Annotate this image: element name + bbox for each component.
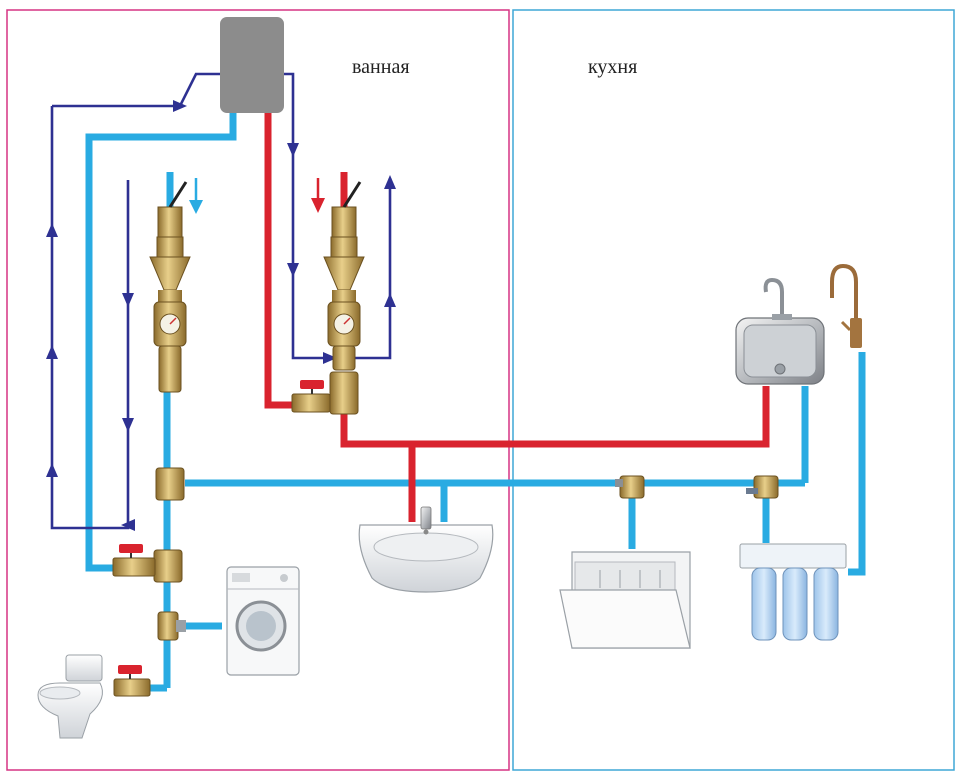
- hot-flow-indicator: [311, 178, 325, 213]
- ball-valve-icon: [157, 181, 188, 238]
- ball-valve-icon: [746, 475, 779, 499]
- tee-fitting-icon: [157, 611, 186, 641]
- flow-arrow-icon: [122, 293, 134, 307]
- cold-flow-indicator: [189, 178, 203, 214]
- strainer-filter-icon: [323, 236, 365, 302]
- hot-pipe-heater-out: [264, 112, 298, 409]
- toilet-icon: [37, 654, 103, 739]
- ball-valve-icon: [112, 544, 156, 577]
- hot-meter-assembly: [291, 181, 365, 415]
- check-valve-icon: [332, 345, 356, 371]
- cold-pipe-drinking: [848, 352, 866, 576]
- flow-arrows: [46, 68, 396, 531]
- tee-fitting-icon: [329, 371, 359, 415]
- bathroom-label: ванная: [352, 56, 410, 78]
- flow-arrow-icon: [46, 463, 58, 477]
- kitchen-label: кухня: [588, 56, 638, 78]
- cold-water-pipes: [85, 112, 866, 692]
- ball-valve-icon: [113, 665, 151, 697]
- cold-pipe-heater-feed: [85, 112, 237, 572]
- flow-arrow-icon: [173, 100, 187, 112]
- water-meter-icon: [153, 301, 187, 347]
- kitchen-sink-icon: [735, 277, 825, 385]
- hot-water-pipes: [264, 112, 770, 522]
- flow-arrow-icon: [287, 263, 299, 277]
- ball-valve-icon: [291, 380, 331, 413]
- water-heater-icon: [220, 17, 284, 113]
- drinking-faucet-icon: [830, 263, 862, 348]
- kitchen-border: [512, 9, 955, 771]
- bathroom-border: [6, 9, 510, 771]
- flow-arrow-icon: [46, 345, 58, 359]
- cold-meter-assembly: [149, 181, 191, 393]
- washbasin-icon: [358, 506, 494, 593]
- washing-machine-icon: [226, 566, 300, 676]
- flow-arrow-icon: [121, 519, 135, 531]
- flow-arrow-icon: [384, 175, 396, 189]
- flow-arrow-icon: [323, 352, 337, 364]
- tee-fitting-icon: [153, 549, 183, 583]
- flow-arrow-icon: [384, 293, 396, 307]
- flow-arrow-icon: [46, 223, 58, 237]
- flow-arrow-icon: [122, 418, 134, 432]
- dishwasher-icon: [559, 551, 691, 649]
- water-filter-icon: [739, 543, 847, 641]
- hot-pipe-main: [340, 386, 770, 448]
- strainer-filter-icon: [149, 236, 191, 302]
- tee-fitting-icon: [615, 475, 645, 499]
- tee-fitting-icon: [155, 467, 185, 501]
- flow-arrow-icon: [287, 143, 299, 157]
- check-valve-icon: [158, 345, 182, 393]
- water-meter-icon: [327, 301, 361, 347]
- circulation-line-left: [50, 106, 130, 530]
